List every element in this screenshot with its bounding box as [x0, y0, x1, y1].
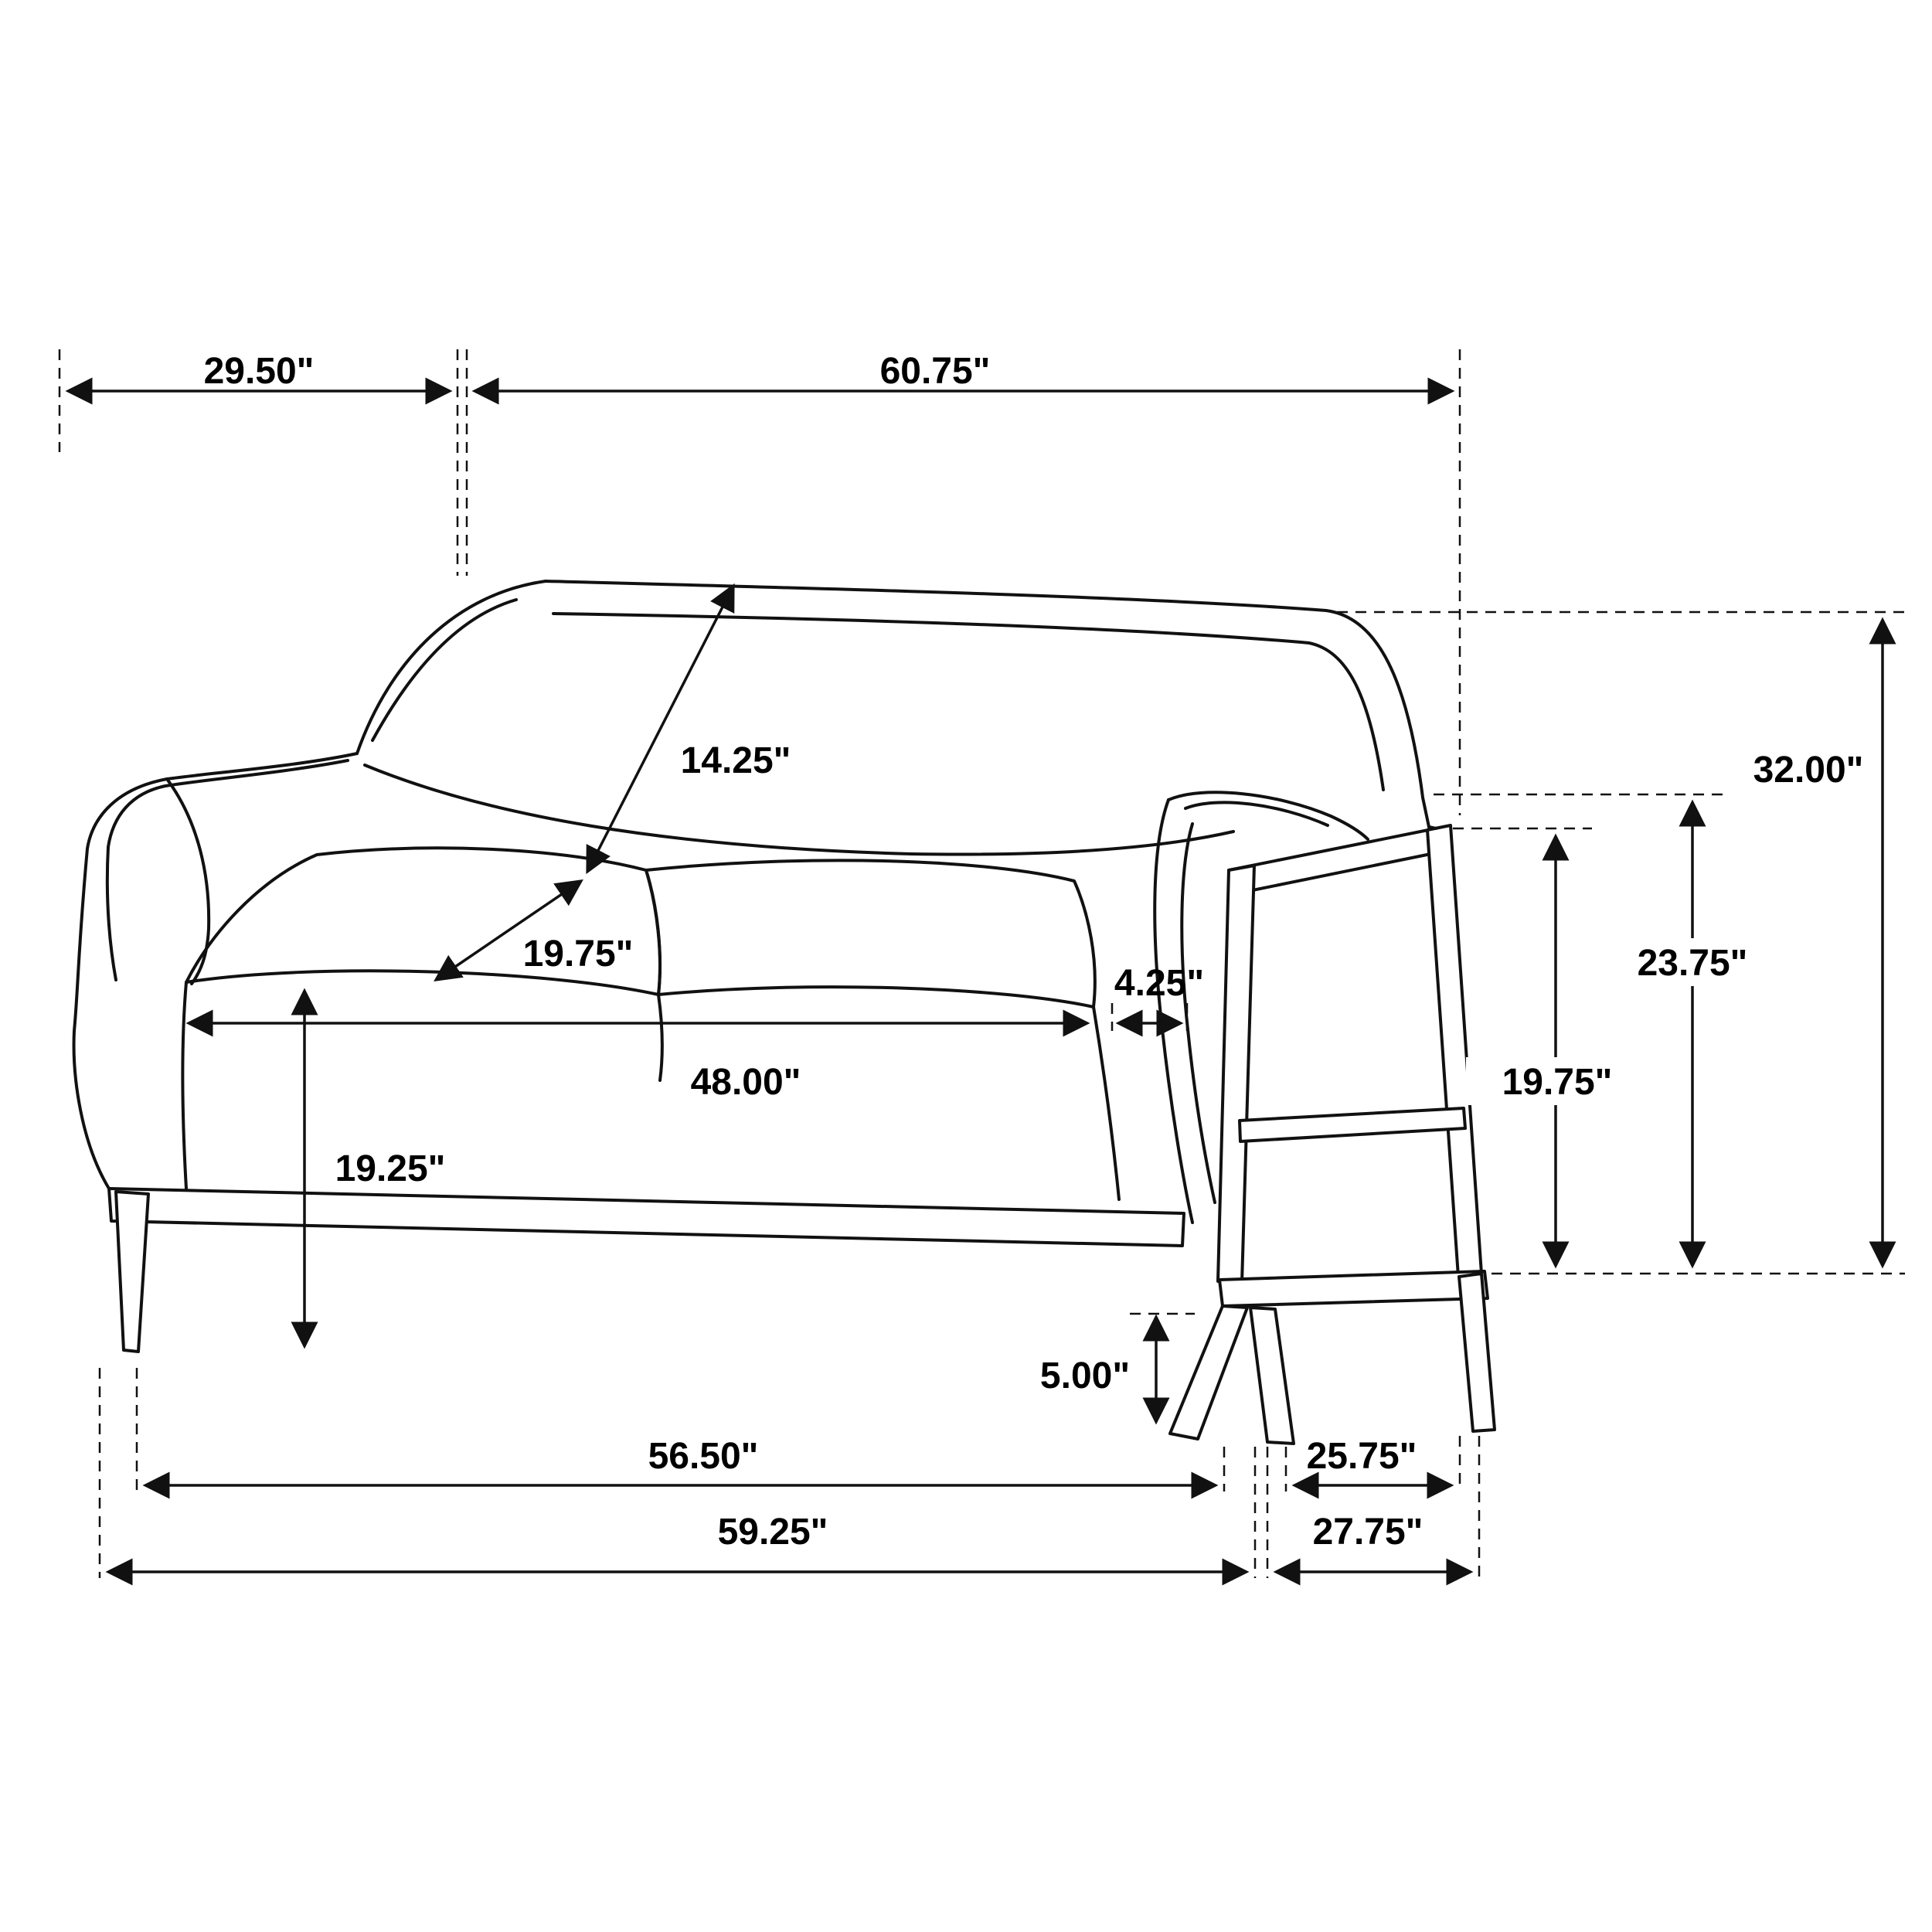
dimension-base-depth: 27.75" [1273, 1512, 1474, 1586]
dimension-front-leg-span: 56.50" [142, 1436, 1219, 1499]
extension-lines [58, 349, 1905, 1578]
front-left-leg [114, 1190, 150, 1353]
dimension-label: 59.25" [718, 1512, 828, 1553]
dimension-label: 5.00" [1040, 1355, 1130, 1396]
wood-frame-bottom-rail [1218, 1270, 1489, 1308]
dimension-label: 23.75" [1638, 943, 1748, 984]
sofa-back-top-seam [552, 612, 1385, 791]
sofa-left-arm-inner-edge [165, 777, 211, 985]
wood-frame-back-post [1426, 824, 1483, 1278]
dimension-back-cushion-height: 14.25" [586, 583, 791, 875]
label-background [1601, 938, 1784, 986]
back-to-frame-connector [1427, 825, 1437, 830]
sofa-back-left-seam [371, 598, 518, 742]
wood-leg-back [1458, 1272, 1496, 1433]
front-base-rail [107, 1187, 1185, 1247]
dimension-seat-height: 19.25" [291, 988, 446, 1349]
dimension-label: 25.75" [1307, 1436, 1417, 1477]
dimension-label: 19.25" [335, 1148, 446, 1189]
dimensions: 29.50" 60.75" 32.00" 23.75" 19.75" 14.25… [65, 351, 1896, 1586]
seat-apron-left-edge [181, 981, 188, 1190]
seat-cushion-right [645, 859, 1097, 1009]
dimension-label: 4.25" [1114, 963, 1204, 1004]
dimension-label: 14.25" [681, 740, 791, 781]
sofa-drawing [72, 580, 1496, 1445]
dimension-overall-height: 32.00" [1753, 617, 1896, 1269]
dimension-side-leg-span: 25.75" [1291, 1436, 1454, 1499]
sofa-back-seat-junction [363, 764, 1235, 856]
dimension-arm-height: 23.75" [1601, 799, 1784, 1269]
dimension-seat-width: 48.00" [185, 1009, 1090, 1103]
wood-leg-front-left [1168, 1304, 1249, 1440]
dimension-side-frame-height: 19.75" [1466, 833, 1648, 1269]
dimension-base-width: 59.25" [105, 1512, 1250, 1586]
wood-leg-front-right [1249, 1306, 1295, 1445]
wood-frame-mid-rail [1238, 1107, 1467, 1143]
sofa-right-arm-roll [1167, 791, 1369, 841]
dimension-label: 29.50" [204, 351, 315, 392]
dimension-overall-depth: 29.50" [65, 351, 453, 405]
seat-cushion-divider [657, 993, 664, 1082]
dimension-label: 27.75" [1313, 1512, 1423, 1553]
dimension-label: 19.75" [1502, 1062, 1613, 1103]
dimension-label: 19.75" [523, 934, 634, 975]
wood-frame-top-rail [1227, 827, 1447, 895]
dimension-seat-depth: 19.75" [434, 879, 634, 981]
label-background [1466, 1057, 1648, 1105]
dimension-line [434, 879, 583, 981]
dimension-leg-height: 5.00" [1040, 1314, 1170, 1425]
sofa-left-arm-outline [72, 752, 359, 1190]
dimension-label: 32.00" [1753, 750, 1864, 791]
dimension-label: 56.50" [648, 1436, 759, 1477]
sofa-right-arm-front-seam [1180, 822, 1216, 1204]
sofa-back-outline [355, 580, 1430, 828]
seat-apron-right-edge [1092, 1005, 1121, 1201]
dimension-label: 48.00" [691, 1062, 801, 1103]
dimension-overall-width: 60.75" [471, 351, 1455, 405]
sofa-left-arm-seam [105, 759, 349, 981]
dimension-cushion-to-arm-gap: 4.25" [1114, 963, 1204, 1037]
dimension-label: 60.75" [880, 351, 991, 392]
sofa-right-arm-roll-seam [1184, 801, 1329, 827]
wood-frame-front-post [1216, 864, 1256, 1284]
dimension-line [586, 583, 735, 875]
